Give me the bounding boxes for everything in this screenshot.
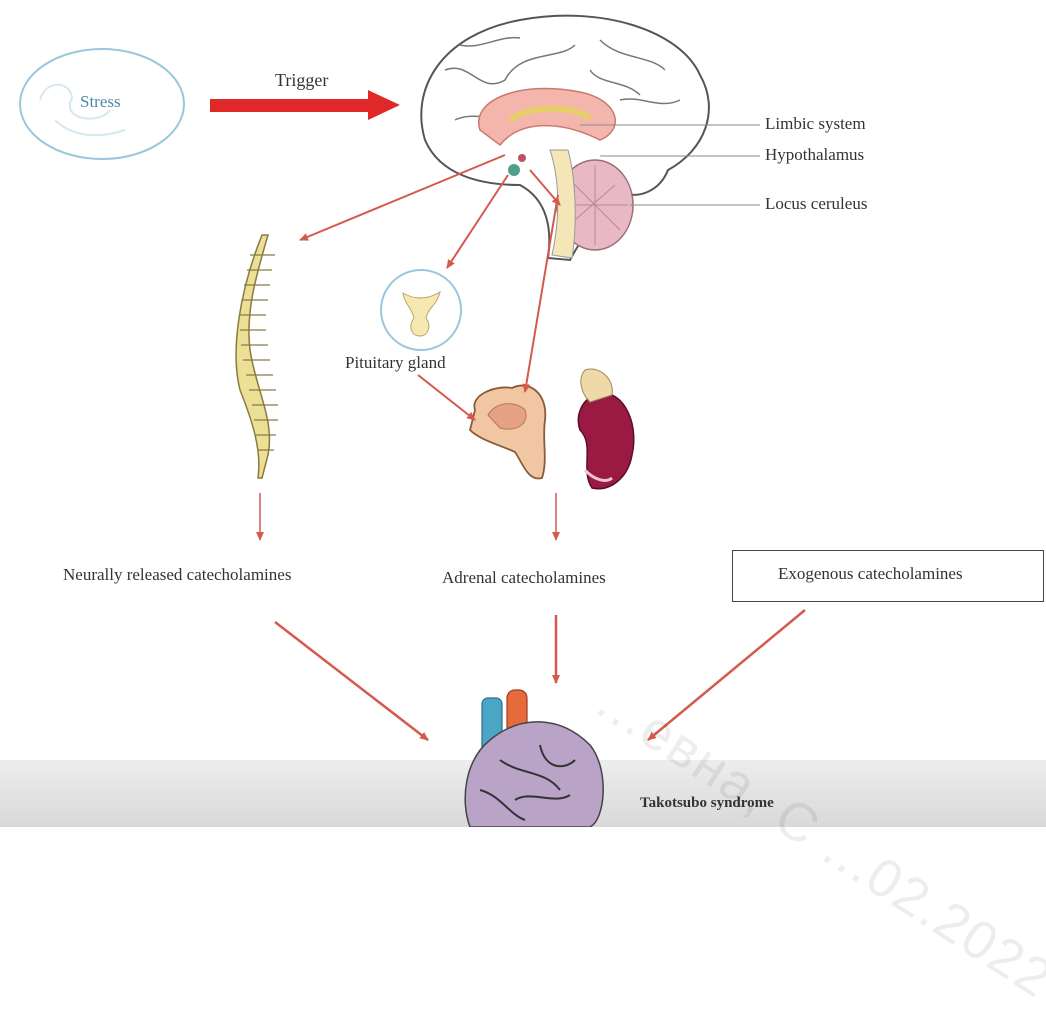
locus-ceruleus-label: Locus ceruleus — [765, 194, 867, 214]
arrow-brain-to-pituitary — [447, 175, 508, 268]
adrenal-catecholamines-label: Adrenal catecholamines — [442, 568, 606, 588]
arrow-pituitary-to-adrenal — [418, 375, 475, 420]
neurally-released-label: Neurally released catecholamines — [63, 565, 291, 585]
diagram-canvas: Stress Trigger Limbic system Hypothalamu… — [0, 0, 1046, 827]
trigger-arrow — [210, 90, 400, 120]
diagram-graphics — [0, 0, 1046, 827]
arrow-brain-to-adrenal — [525, 195, 558, 392]
pituitary-illustration — [381, 270, 461, 350]
limbic-system-label: Limbic system — [765, 114, 866, 134]
stress-label: Stress — [80, 92, 121, 112]
hypothalamus-label: Hypothalamus — [765, 145, 864, 165]
pituitary-gland-label: Pituitary gland — [345, 353, 446, 373]
arrow-neural-to-heart — [275, 622, 428, 740]
exogenous-catecholamines-label: Exogenous catecholamines — [778, 564, 963, 584]
adrenal-illustration — [470, 386, 545, 479]
kidney-illustration — [578, 369, 633, 489]
spine-illustration — [236, 235, 278, 478]
brain-illustration — [421, 16, 709, 260]
heart-illustration — [465, 690, 603, 827]
trigger-label: Trigger — [275, 70, 328, 91]
